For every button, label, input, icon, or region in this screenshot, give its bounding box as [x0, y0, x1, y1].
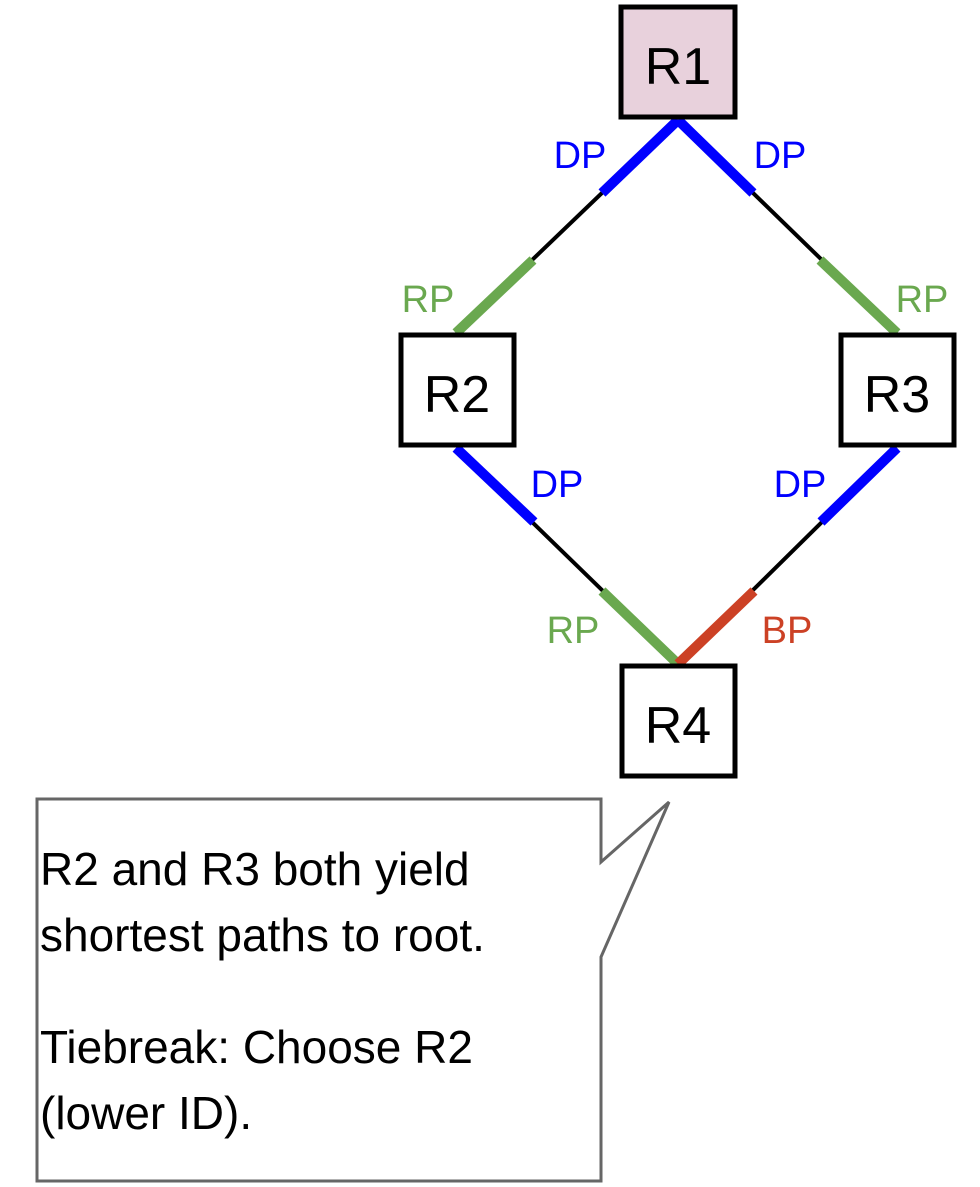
- node-r1-label: R1: [645, 38, 711, 96]
- port-label-r3-up-rp: RP: [896, 279, 949, 321]
- callout-line-4: (lower ID).: [40, 1087, 252, 1139]
- port-label-r2-down-dp: DP: [531, 464, 584, 506]
- node-r1: R1: [618, 4, 738, 120]
- callout: R2 and R3 both yield shortest paths to r…: [35, 797, 671, 1183]
- callout-box: [35, 797, 671, 1183]
- port-r3-up-rp: [816, 256, 901, 337]
- node-r3: R3: [838, 332, 957, 448]
- callout-line-3: Tiebreak: Choose R2: [40, 1021, 473, 1073]
- port-labels: DP DP RP RP DP DP RP BP: [402, 135, 949, 652]
- port-r4-to-r3-bp: [674, 587, 758, 668]
- callout-line-1: R2 and R3 both yield: [40, 843, 470, 895]
- port-label-r1-r2-dp: DP: [554, 135, 607, 177]
- node-r4-label: R4: [645, 697, 711, 755]
- node-r2: R2: [398, 332, 517, 448]
- port-r2-down-dp: [452, 444, 538, 526]
- port-label-r4-rp: RP: [547, 610, 600, 652]
- node-r4-box: [619, 663, 738, 779]
- port-r4-to-r2-rp: [598, 587, 682, 668]
- port-label-r3-down-dp: DP: [774, 464, 827, 506]
- port-r2-up-rp: [452, 256, 537, 337]
- node-r2-label: R2: [424, 366, 490, 424]
- port-label-r4-bp: BP: [762, 610, 813, 652]
- node-r3-box: [838, 332, 957, 448]
- port-r3-down-dp: [817, 444, 901, 526]
- port-label-r1-r3-dp: DP: [754, 135, 807, 177]
- port-r1-to-r3-dp: [674, 116, 757, 197]
- node-r1-box: [618, 4, 738, 120]
- node-r2-box: [398, 332, 517, 448]
- port-label-r2-up-rp: RP: [402, 279, 455, 321]
- port-segments: [452, 116, 901, 668]
- links: [454, 118, 899, 666]
- callout-line-2: shortest paths to root.: [40, 909, 485, 961]
- node-r4: R4: [619, 663, 738, 779]
- port-r1-to-r2-dp: [598, 116, 682, 197]
- node-r3-label: R3: [864, 366, 930, 424]
